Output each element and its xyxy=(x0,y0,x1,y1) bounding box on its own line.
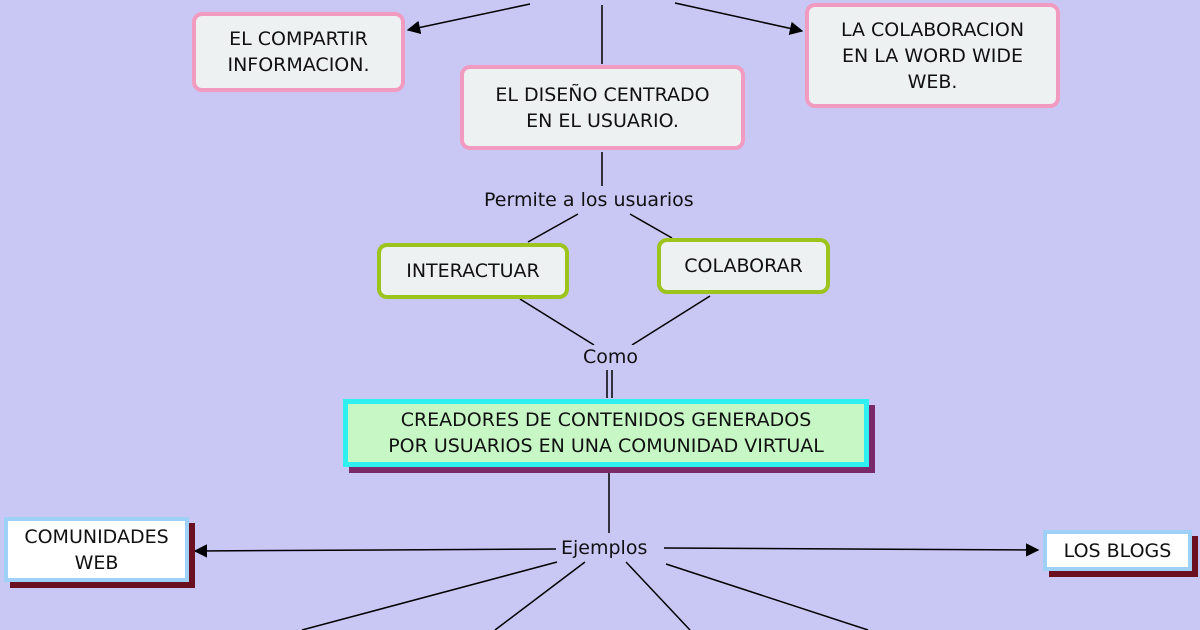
node-colaboracion[interactable]: LA COLABORACION EN LA WORD WIDE WEB. xyxy=(805,3,1060,108)
node-interactuar-label: INTERACTUAR xyxy=(406,260,540,282)
node-diseno[interactable]: EL DISEÑO CENTRADO EN EL USUARIO. xyxy=(460,65,745,150)
node-creadores[interactable]: CREADORES DE CONTENIDOS GENERADOS POR US… xyxy=(343,399,869,467)
node-comunidades[interactable]: COMUNIDADES WEB xyxy=(4,517,189,582)
link-label-permite: Permite a los usuarios xyxy=(481,188,697,212)
node-colaborar-label: COLABORAR xyxy=(684,255,803,277)
node-compartir-label: EL COMPARTIR INFORMACION. xyxy=(227,28,370,76)
node-compartir[interactable]: EL COMPARTIR INFORMACION. xyxy=(192,12,405,92)
link-ejemplos-down-3 xyxy=(625,561,691,630)
link-permite-to-colaborar xyxy=(629,213,673,239)
node-colaborar[interactable]: COLABORAR xyxy=(657,238,830,294)
node-blogs-label: LOS BLOGS xyxy=(1063,539,1172,562)
link-ejemplos-down-1 xyxy=(301,561,558,630)
link-to-blogs xyxy=(663,543,1040,557)
node-interactuar[interactable]: INTERACTUAR xyxy=(377,243,569,299)
link-permite-to-interactuar xyxy=(527,213,579,243)
node-creadores-label: CREADORES DE CONTENIDOS GENERADOS POR US… xyxy=(388,409,824,457)
link-label-ejemplos: Ejemplos xyxy=(558,536,651,560)
link-to-compartir xyxy=(406,3,531,35)
link-colaborar-to-como xyxy=(631,295,711,346)
node-colaboracion-label: LA COLABORACION EN LA WORD WIDE WEB. xyxy=(840,18,1025,93)
node-blogs[interactable]: LOS BLOGS xyxy=(1043,530,1192,571)
link-to-colaboracion xyxy=(674,2,804,35)
link-label-como: Como xyxy=(580,345,642,369)
link-interactuar-to-como xyxy=(519,298,595,346)
link-ejemplos-down-4 xyxy=(665,563,869,630)
node-diseno-label: EL DISEÑO CENTRADO EN EL USUARIO. xyxy=(495,83,710,132)
link-ejemplos-down-2 xyxy=(494,561,586,630)
link-to-comunidades xyxy=(193,544,557,558)
node-comunidades-label: COMUNIDADES WEB xyxy=(24,525,169,574)
